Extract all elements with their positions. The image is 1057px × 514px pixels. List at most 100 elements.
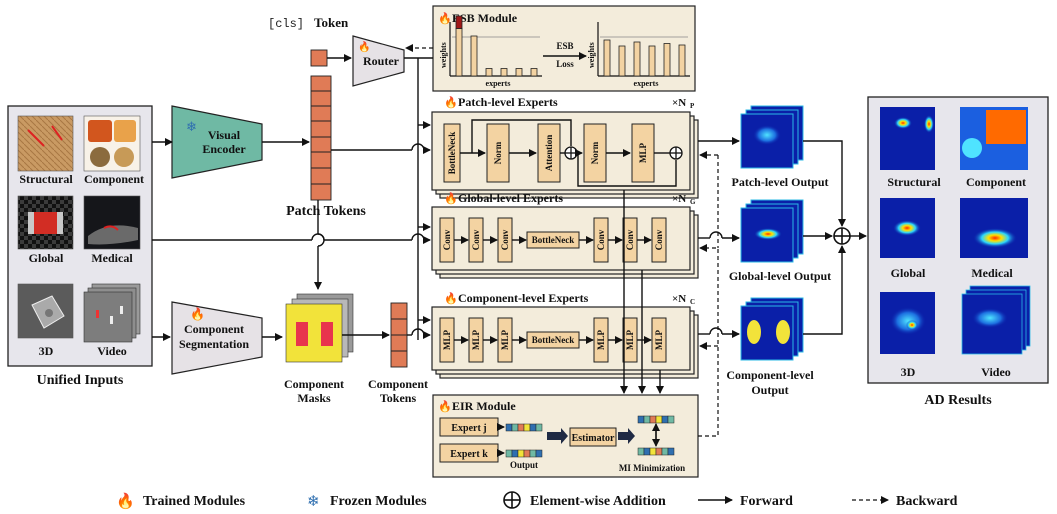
feature-cell: [535, 423, 543, 432]
flame-icon: 🔥: [358, 40, 370, 53]
patch-expert-block-label: BottleNeck: [447, 132, 457, 175]
esb-before-ylabel: weights: [439, 42, 448, 68]
feature-cell: [637, 447, 645, 456]
eir-estimator-label: Estimator: [572, 433, 615, 444]
esb-chart-after: weights experts: [587, 22, 690, 88]
feature-cell: [643, 447, 651, 456]
segmentation-label-1: Component: [184, 322, 244, 336]
feature-cell: [523, 449, 531, 458]
flame-icon: 🔥: [444, 192, 458, 205]
eir-feature-vector-j: [505, 423, 543, 432]
result-label-structural: Structural: [887, 175, 941, 189]
esb-after-ylabel: weights: [587, 42, 596, 68]
esb-after-bar: [633, 41, 641, 77]
cls-token-prefix: [cls]: [268, 17, 304, 31]
eir-arrow-to-mi: [618, 428, 635, 444]
flame-icon: 🔥: [438, 400, 452, 413]
result-label-medical: Medical: [971, 266, 1013, 280]
snowflake-icon: ❄: [307, 494, 320, 510]
feature-cell: [643, 415, 651, 424]
esb-after-xlabel: experts: [634, 79, 659, 88]
legend-trained-label: Trained Modules: [143, 494, 246, 509]
component-masks-label-2: Masks: [297, 391, 331, 405]
esb-before-bar: [470, 35, 478, 77]
eir-output-label: Output: [510, 460, 538, 470]
router-block: [352, 35, 405, 87]
global-block-label: Conv: [596, 229, 606, 250]
feature-cell: [667, 415, 675, 424]
cls-token-router: [cls] Token 🔥 Router: [268, 15, 405, 87]
patch-level-output: Patch-level Output: [732, 105, 829, 189]
feature-cell: [535, 449, 543, 458]
segmentation-label-2: Segmentation: [179, 337, 249, 351]
feature-cell: [667, 447, 675, 456]
cls-token: [310, 49, 328, 67]
feature-cell: [517, 449, 525, 458]
eir-expert-k-label: Expert k: [450, 449, 488, 460]
feature-cell: [655, 447, 663, 456]
global-experts-multiplier-sub: G: [690, 198, 696, 206]
legend-frozen-label: Frozen Modules: [330, 494, 427, 509]
flame-icon: 🔥: [444, 96, 458, 109]
component-experts-multiplier-sub: C: [690, 298, 695, 306]
global-experts-multiplier: ×N: [672, 193, 686, 205]
flame-icon: 🔥: [190, 307, 205, 321]
feature-cell: [637, 415, 645, 424]
component-block-label: MLP: [654, 330, 664, 350]
esb-after-bar: [618, 45, 626, 77]
global-block-label: Conv: [442, 229, 452, 250]
esb-after-bar: [648, 45, 656, 77]
eir-expert-j-label: Expert j: [451, 423, 486, 434]
esb-arrow-label-2: Loss: [556, 59, 574, 69]
inputs-title: Unified Inputs: [37, 373, 124, 388]
component-tokens: Component Tokens: [368, 302, 428, 405]
patch-tokens: Patch Tokens: [286, 75, 366, 219]
global-level-experts: 🔥 Global-level Experts ×N G Conv Conv Conv…: [431, 191, 699, 279]
feature-cell: [649, 447, 657, 456]
result-label-video: Video: [981, 365, 1011, 379]
feature-cell: [517, 423, 525, 432]
component-masks: Component Masks: [284, 293, 354, 405]
esb-after-bar: [663, 43, 671, 77]
esb-arrow-label-1: ESB: [556, 41, 573, 51]
patch-experts-multiplier-sub: P: [690, 102, 695, 110]
feature-cell: [523, 423, 531, 432]
global-experts-title: Global-level Experts: [458, 191, 563, 205]
visual-encoder: ❄ Visual Encoder: [171, 105, 263, 179]
component-block-label: MLP: [471, 330, 481, 350]
global-output-label: Global-level Output: [729, 269, 831, 283]
component-block-label: MLP: [625, 330, 635, 350]
component-tokens-label-2: Tokens: [380, 391, 417, 405]
esb-before-bar: [500, 68, 508, 77]
patch-expert-block-label: Norm: [493, 141, 503, 164]
feature-cell: [655, 415, 663, 424]
results-title: AD Results: [924, 393, 992, 408]
visual-encoder-label-1: Visual: [208, 128, 241, 142]
eir-estimator: [569, 427, 617, 447]
flame-icon: 🔥: [116, 492, 135, 510]
global-block-label: Conv: [471, 229, 481, 250]
patch-expert-block-label: Norm: [590, 141, 600, 164]
feature-cell: [505, 423, 513, 432]
legend: 🔥 Trained Modules ❄ Frozen Modules Eleme…: [116, 491, 958, 510]
component-block-label: BottleNeck: [532, 335, 575, 345]
feature-cell: [529, 449, 537, 458]
input-image-structural: [17, 115, 74, 172]
patch-experts-title: Patch-level Experts: [458, 95, 558, 109]
flame-icon: 🔥: [444, 292, 458, 305]
component-segmentation: 🔥 Component Segmentation: [171, 301, 263, 375]
result-heatmap-medical: [960, 198, 1028, 258]
patch-expert-block-label: Attention: [544, 135, 554, 172]
feature-cell: [649, 415, 657, 424]
esb-after-bar: [678, 44, 686, 77]
legend-backward-label: Backward: [896, 494, 958, 509]
feature-cell: [511, 423, 519, 432]
global-block-label: BottleNeck: [532, 235, 575, 245]
component-experts-title: Component-level Experts: [458, 291, 589, 305]
result-label-global: Global: [891, 266, 926, 280]
component-masks-label-1: Component: [284, 377, 344, 391]
